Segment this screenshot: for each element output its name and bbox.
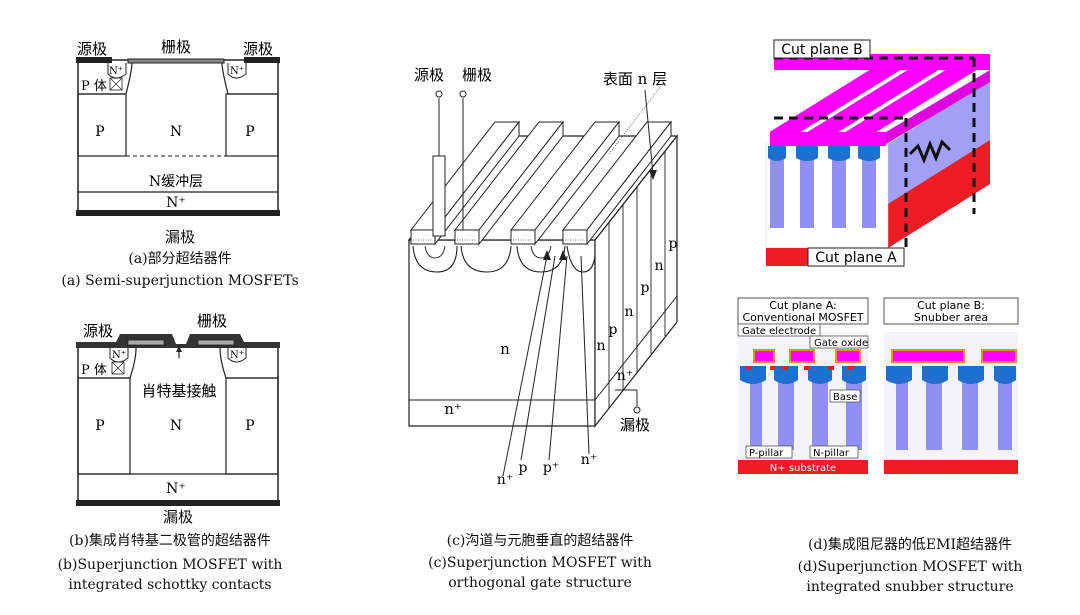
cross-box-left [109,77,123,91]
panel-c-caption-en1: (c)Superjunction MOSFET with [428,555,652,571]
pillars-front [770,156,876,228]
gate-right [197,339,235,346]
source-label: 源极 [83,322,113,340]
panel-c: 源极 栅极 表面 n 层 n n⁺ 漏极 n p n p n p n⁺ n⁺ p… [395,60,695,510]
nplus-right-label: N⁺ [230,66,244,77]
panel-b-caption-en1: (b)Superjunction MOSFET with [57,557,283,573]
pbody-label: P 体 [81,79,107,94]
bottom-label-4: n⁺ [581,452,597,468]
gate-front [770,132,886,146]
nplus-right-label: N⁺ [230,350,244,361]
p-pillar-left [77,93,127,157]
source-metal-right [244,57,280,63]
p-left-label: P [95,418,104,434]
panel-d-3d: Cut plane B Cut plane A [760,34,1020,270]
source-label-right: 源极 [243,40,273,58]
bottom-label-3: p⁺ [543,460,559,476]
panel-d-caption-cn: (d)集成阻尼器的低EMI超结器件 [808,537,1012,553]
surface-n-label: 表面 n 层 [603,70,667,88]
n-pillar-label: N-pillar [813,448,850,459]
side-label-3: n [624,304,633,320]
n-region-label: n [500,340,510,358]
gate-electrode [127,58,225,64]
side-label-4: p [641,280,650,296]
resistor-icon [908,139,952,165]
panel-a-caption-cn: (a)部分超结器件 [128,251,232,267]
pbody-well [412,245,458,273]
side-label-1: n [596,338,605,354]
cut-plane-a-label: Cut plane A [815,250,897,266]
substrate-label: N⁺ [166,195,186,211]
source-metal-left [76,57,112,63]
source-label-left: 源极 [77,40,107,58]
gate-label: 栅极 [462,66,492,84]
buffer-label: N缓冲层 [149,174,203,190]
device-body [77,344,279,506]
nplus-left-label: N⁺ [109,66,123,77]
p-right-label: P [245,418,254,434]
side-label-2: p [609,322,618,338]
gate-label: 栅极 [197,312,227,330]
device-body [77,59,279,213]
panel-d-caption-en1: (d)Superjunction MOSFET with [797,559,1023,575]
n-center-label: N [170,418,182,434]
substrate-a [738,460,868,474]
panel-b-caption-cn: (b)集成肖特基二极管的超结器件 [69,533,271,549]
source-label: 源极 [414,66,444,84]
substrate-label: N+ substrate [770,463,836,474]
p-left-label: P [95,124,104,140]
panel-d-sections: Cut plane A: Conventional MOSFET Cut pla… [736,296,1020,480]
gate-label: 栅极 [161,38,191,56]
panel-a: 源极 栅极 源极 N⁺ N⁺ P 体 P N P N缓冲层 N⁺ [60,30,300,230]
panel-a-diagram: 源极 栅极 源极 N⁺ N⁺ P 体 P N P N缓冲层 N⁺ [76,38,280,216]
gate-oxide-label: Gate oxide [814,338,868,349]
p-right-label: P [245,124,254,140]
panel-c-diagram: 源极 栅极 表面 n 层 n n⁺ 漏极 n p n p n p n⁺ n⁺ p… [407,66,679,488]
schottky-label: 肖特基接触 [141,382,216,400]
p-pillar-label: P-pillar [749,448,784,459]
side-label-5: n [654,258,663,274]
cut-b-title-1: Cut plane B: [917,299,985,312]
panel-d-3d-diagram: Cut plane B Cut plane A [765,39,990,267]
p-pillar-right [225,93,279,157]
panel-b-caption-en2: integrated schottky contacts [68,577,272,593]
substrate-b [884,460,1018,474]
bottom-label-1: n⁺ [497,472,513,488]
panel-c-caption-en2: orthogonal gate structure [448,575,632,591]
cut-a-title-1: Cut plane A: [769,299,837,312]
nplus-left-label: N⁺ [112,350,126,361]
n-center-label: N [170,124,182,140]
surface-n-arrow [644,89,654,175]
nplus-bottom-label: n⁺ [444,400,462,418]
panel-c-caption-cn: (c)沟道与元胞垂直的超结器件 [446,533,634,549]
drain-metal [76,210,280,216]
side-label-7: n⁺ [617,368,633,384]
bottom-label-2: p [519,460,528,476]
panel-b: 源极 栅极 N⁺ N⁺ P 体 肖特基接触 P N P N⁺ [60,310,310,510]
cut-plane-b-label: Cut plane B [781,42,862,58]
pbody-label: P 体 [81,363,107,378]
panel-a-drain-label: 漏极 [164,228,195,246]
panel-d-caption-en2: integrated snubber structure [806,579,1014,595]
panel-b-diagram: 源极 栅极 N⁺ N⁺ P 体 肖特基接触 P N P N⁺ [76,312,280,506]
side-label-6: p [669,236,678,252]
drain-metal [76,500,280,506]
gate-electrode-label: Gate electrode [742,326,816,337]
panel-a-caption-en: (a) Semi-superjunction MOSFETs [61,273,299,289]
nplus-right-region [227,63,247,79]
substrate-label: N⁺ [166,481,186,497]
panel-b-drain-label: 漏极 [162,508,193,526]
base-label: Base [833,392,857,403]
drain-label: 漏极 [620,416,650,434]
gate-left [127,339,165,346]
panel-d-sections-diagram: Cut plane A: Conventional MOSFET Cut pla… [737,297,1019,474]
cut-b-title-2: Snubber area [914,311,988,324]
cut-a-title-2: Conventional MOSFET [742,311,863,324]
